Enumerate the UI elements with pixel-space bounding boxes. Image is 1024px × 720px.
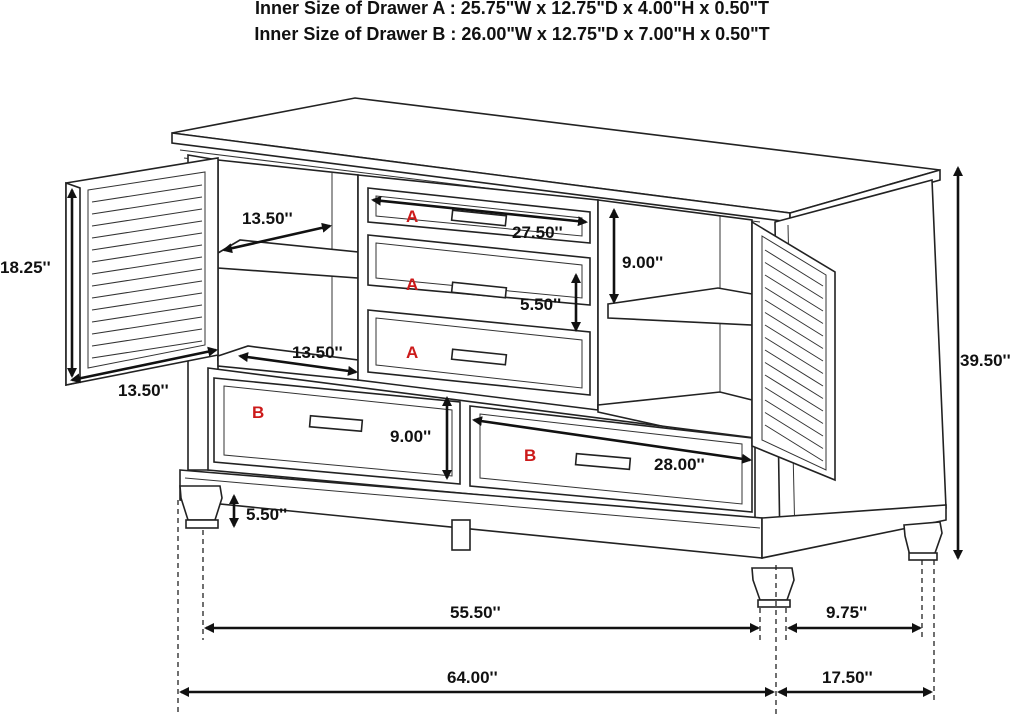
louver-slat <box>764 349 824 387</box>
louver-slat <box>764 337 824 374</box>
louver-slat <box>91 256 203 275</box>
louver-slat <box>91 220 203 239</box>
dimension-arrows <box>67 166 963 697</box>
louver-slat <box>91 280 203 299</box>
louver-slat <box>91 232 203 251</box>
dim-drawer-a-height: 5.50'' <box>520 295 561 314</box>
louver-slat <box>764 287 824 324</box>
louver-slat <box>91 268 203 287</box>
louver-slat <box>91 244 203 263</box>
right-door <box>751 220 836 482</box>
dim-drawer-a-width: 27.50'' <box>512 223 563 242</box>
dim-door-width: 13.50'' <box>118 381 169 400</box>
louver-slat <box>764 249 824 287</box>
louver-slat <box>764 374 824 412</box>
louver-slat <box>764 324 824 362</box>
dim-door-height: 18.25'' <box>0 258 51 277</box>
drawer-a1-label: A <box>406 207 418 226</box>
drawer-a3-label: A <box>406 343 418 362</box>
dim-shelf-right-height: 9.00'' <box>622 253 663 272</box>
dim-shelf-left-top: 13.50'' <box>242 209 293 228</box>
louver-slat <box>91 328 203 347</box>
left-door <box>65 157 219 386</box>
louver-slat <box>91 316 203 335</box>
louver-slat <box>764 262 824 299</box>
louver-slat <box>764 362 824 399</box>
louver-slat <box>764 412 824 449</box>
louver-slat <box>91 292 203 311</box>
dim-inner-depth: 9.75'' <box>826 603 867 622</box>
louver-slat <box>764 424 824 462</box>
louver-slat <box>91 184 203 203</box>
louver-slat <box>91 196 203 215</box>
louver-slat <box>764 274 824 312</box>
dim-drawer-b-width: 28.00'' <box>654 455 705 474</box>
drawer-a2-label: A <box>406 275 418 294</box>
extension-lines <box>177 500 935 718</box>
drawer-a-2 <box>367 234 591 306</box>
louver-slat <box>764 399 824 437</box>
drawer-b2-label: B <box>524 446 536 465</box>
drawer-b1-label: B <box>252 403 264 422</box>
drawer-b-left <box>213 377 461 485</box>
dim-total-height: 39.50'' <box>960 351 1011 370</box>
legs <box>179 485 943 608</box>
louver-slat <box>764 312 824 349</box>
louver-slat <box>764 299 824 337</box>
louver-slat <box>91 304 203 323</box>
dim-inner-width: 55.50'' <box>450 603 501 622</box>
drawer-a-inner-size: Inner Size of Drawer A : 25.75"W x 12.75… <box>254 0 770 18</box>
dim-drawer-b-height: 9.00'' <box>390 427 431 446</box>
dim-shelf-left-bottom: 13.50'' <box>292 343 343 362</box>
drawer-b-inner-size: Inner Size of Drawer B : 26.00"W x 12.75… <box>254 24 770 44</box>
dim-total-depth: 17.50'' <box>822 668 873 687</box>
dim-total-width: 64.00'' <box>447 668 498 687</box>
dim-leg-height: 5.50'' <box>246 505 287 524</box>
louver-slat <box>764 387 824 424</box>
louver-slat <box>91 208 203 227</box>
drawer-a-3 <box>367 309 591 396</box>
